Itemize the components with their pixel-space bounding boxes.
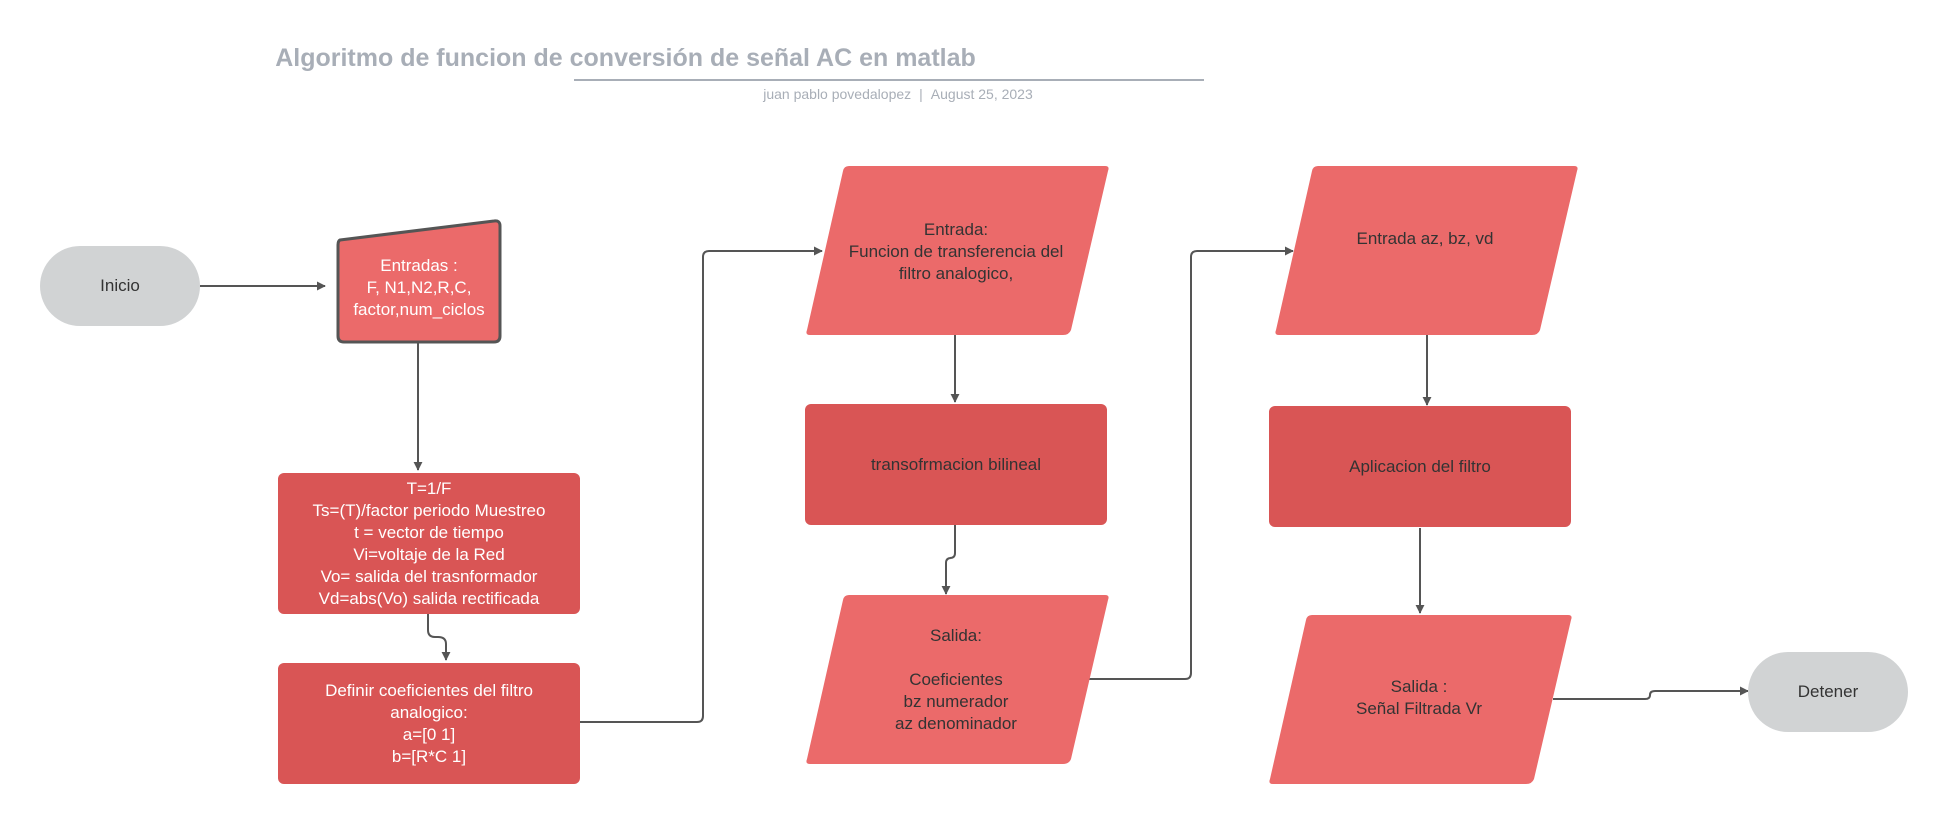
io-salida-filtrada	[1269, 615, 1572, 784]
process-aplicacion	[1269, 406, 1571, 527]
connector-salida-coef-entrada-az	[1086, 246, 1294, 680]
label-entrada-az: Entrada az, bz, vd	[1356, 229, 1494, 248]
author-name: juan pablo povedalopez	[763, 86, 912, 102]
start-terminal	[40, 246, 200, 326]
label-salida-coef: Salida: Coeficientes bz numerador az den…	[895, 625, 1017, 733]
label-bilineal: transofrmacion bilineal	[870, 454, 1042, 474]
title-underline	[574, 79, 1204, 81]
label-entrada-funcion: Entrada: Funcion de transferencia del fi…	[848, 220, 1064, 283]
page-subtitle: juan pablo povedalopez | August 25, 2023	[0, 86, 1796, 102]
io-entrada-funcion	[806, 166, 1109, 335]
process-coeficientes	[278, 663, 580, 784]
label-aplicacion: Aplicacion del filtro	[1349, 456, 1491, 476]
label-calculos: T=1/F Ts=(T)/factor periodo Muestreo t =…	[312, 478, 546, 608]
document-date: August 25, 2023	[930, 86, 1033, 102]
connector-bilineal-salida-coef	[941, 525, 956, 595]
label-coeficientes: Definir coeficientes del filtro analogic…	[325, 680, 533, 766]
label-entradas: Entradas : F, N1,N2,R,C, factor,num_cicl…	[353, 256, 485, 319]
process-bilineal	[805, 404, 1107, 525]
manual-input-shape	[336, 219, 502, 344]
stop-terminal	[1748, 652, 1908, 732]
label-salida-filtrada: Salida : Señal Filtrada Vr	[1356, 677, 1482, 718]
label-detener: Detener	[1797, 682, 1859, 701]
separator: |	[919, 86, 923, 102]
label-inicio: Inicio	[100, 276, 140, 295]
page-title: Algoritmo de funcion de conversión de se…	[275, 44, 976, 72]
connector-salida-filtrada-detener	[1553, 686, 1749, 700]
io-salida-coef	[806, 595, 1109, 764]
connector-calculos-coeficientes	[427, 614, 451, 661]
connector-coeficientes-entrada-funcion	[580, 246, 823, 723]
io-entrada-az	[1275, 166, 1578, 335]
process-calculos	[278, 473, 580, 614]
